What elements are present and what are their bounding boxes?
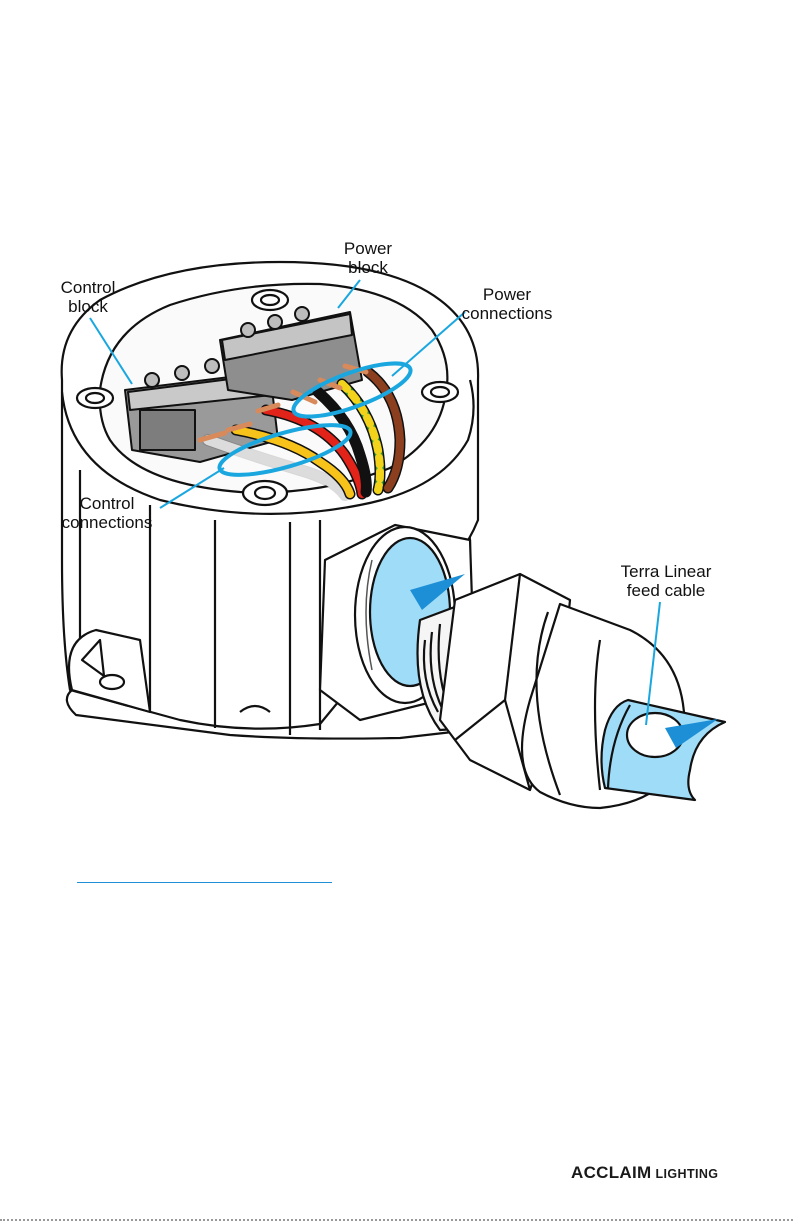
brand-word-lighting: LIGHTING — [655, 1167, 718, 1181]
control-connections-label-line2: connections — [52, 513, 162, 532]
power-block-label-line2: block — [330, 258, 406, 277]
power-block-label: Power block — [330, 239, 406, 277]
feed-cable — [602, 700, 726, 800]
feed-cable-label-line2: feed cable — [606, 581, 726, 600]
power-connections-label-line1: Power — [452, 285, 562, 304]
page-edge-dotted-line — [0, 1219, 793, 1221]
control-block-label-line2: block — [50, 297, 126, 316]
feed-cable-label: Terra Linear feed cable — [606, 562, 726, 600]
control-block-label-line1: Control — [50, 278, 126, 297]
footnote-link-underline[interactable] — [77, 882, 332, 883]
control-connections-label-line1: Control — [52, 494, 162, 513]
brand-word-acclaim: ACCLAIM — [571, 1163, 651, 1182]
control-connections-label: Control connections — [52, 494, 162, 532]
power-block-label-line1: Power — [330, 239, 406, 258]
power-connections-label-line2: connections — [452, 304, 562, 323]
feed-cable-label-line1: Terra Linear — [606, 562, 726, 581]
power-connections-label: Power connections — [452, 285, 562, 323]
control-block-label: Control block — [50, 278, 126, 316]
brand-logo: ACCLAIM LIGHTING — [571, 1163, 718, 1183]
